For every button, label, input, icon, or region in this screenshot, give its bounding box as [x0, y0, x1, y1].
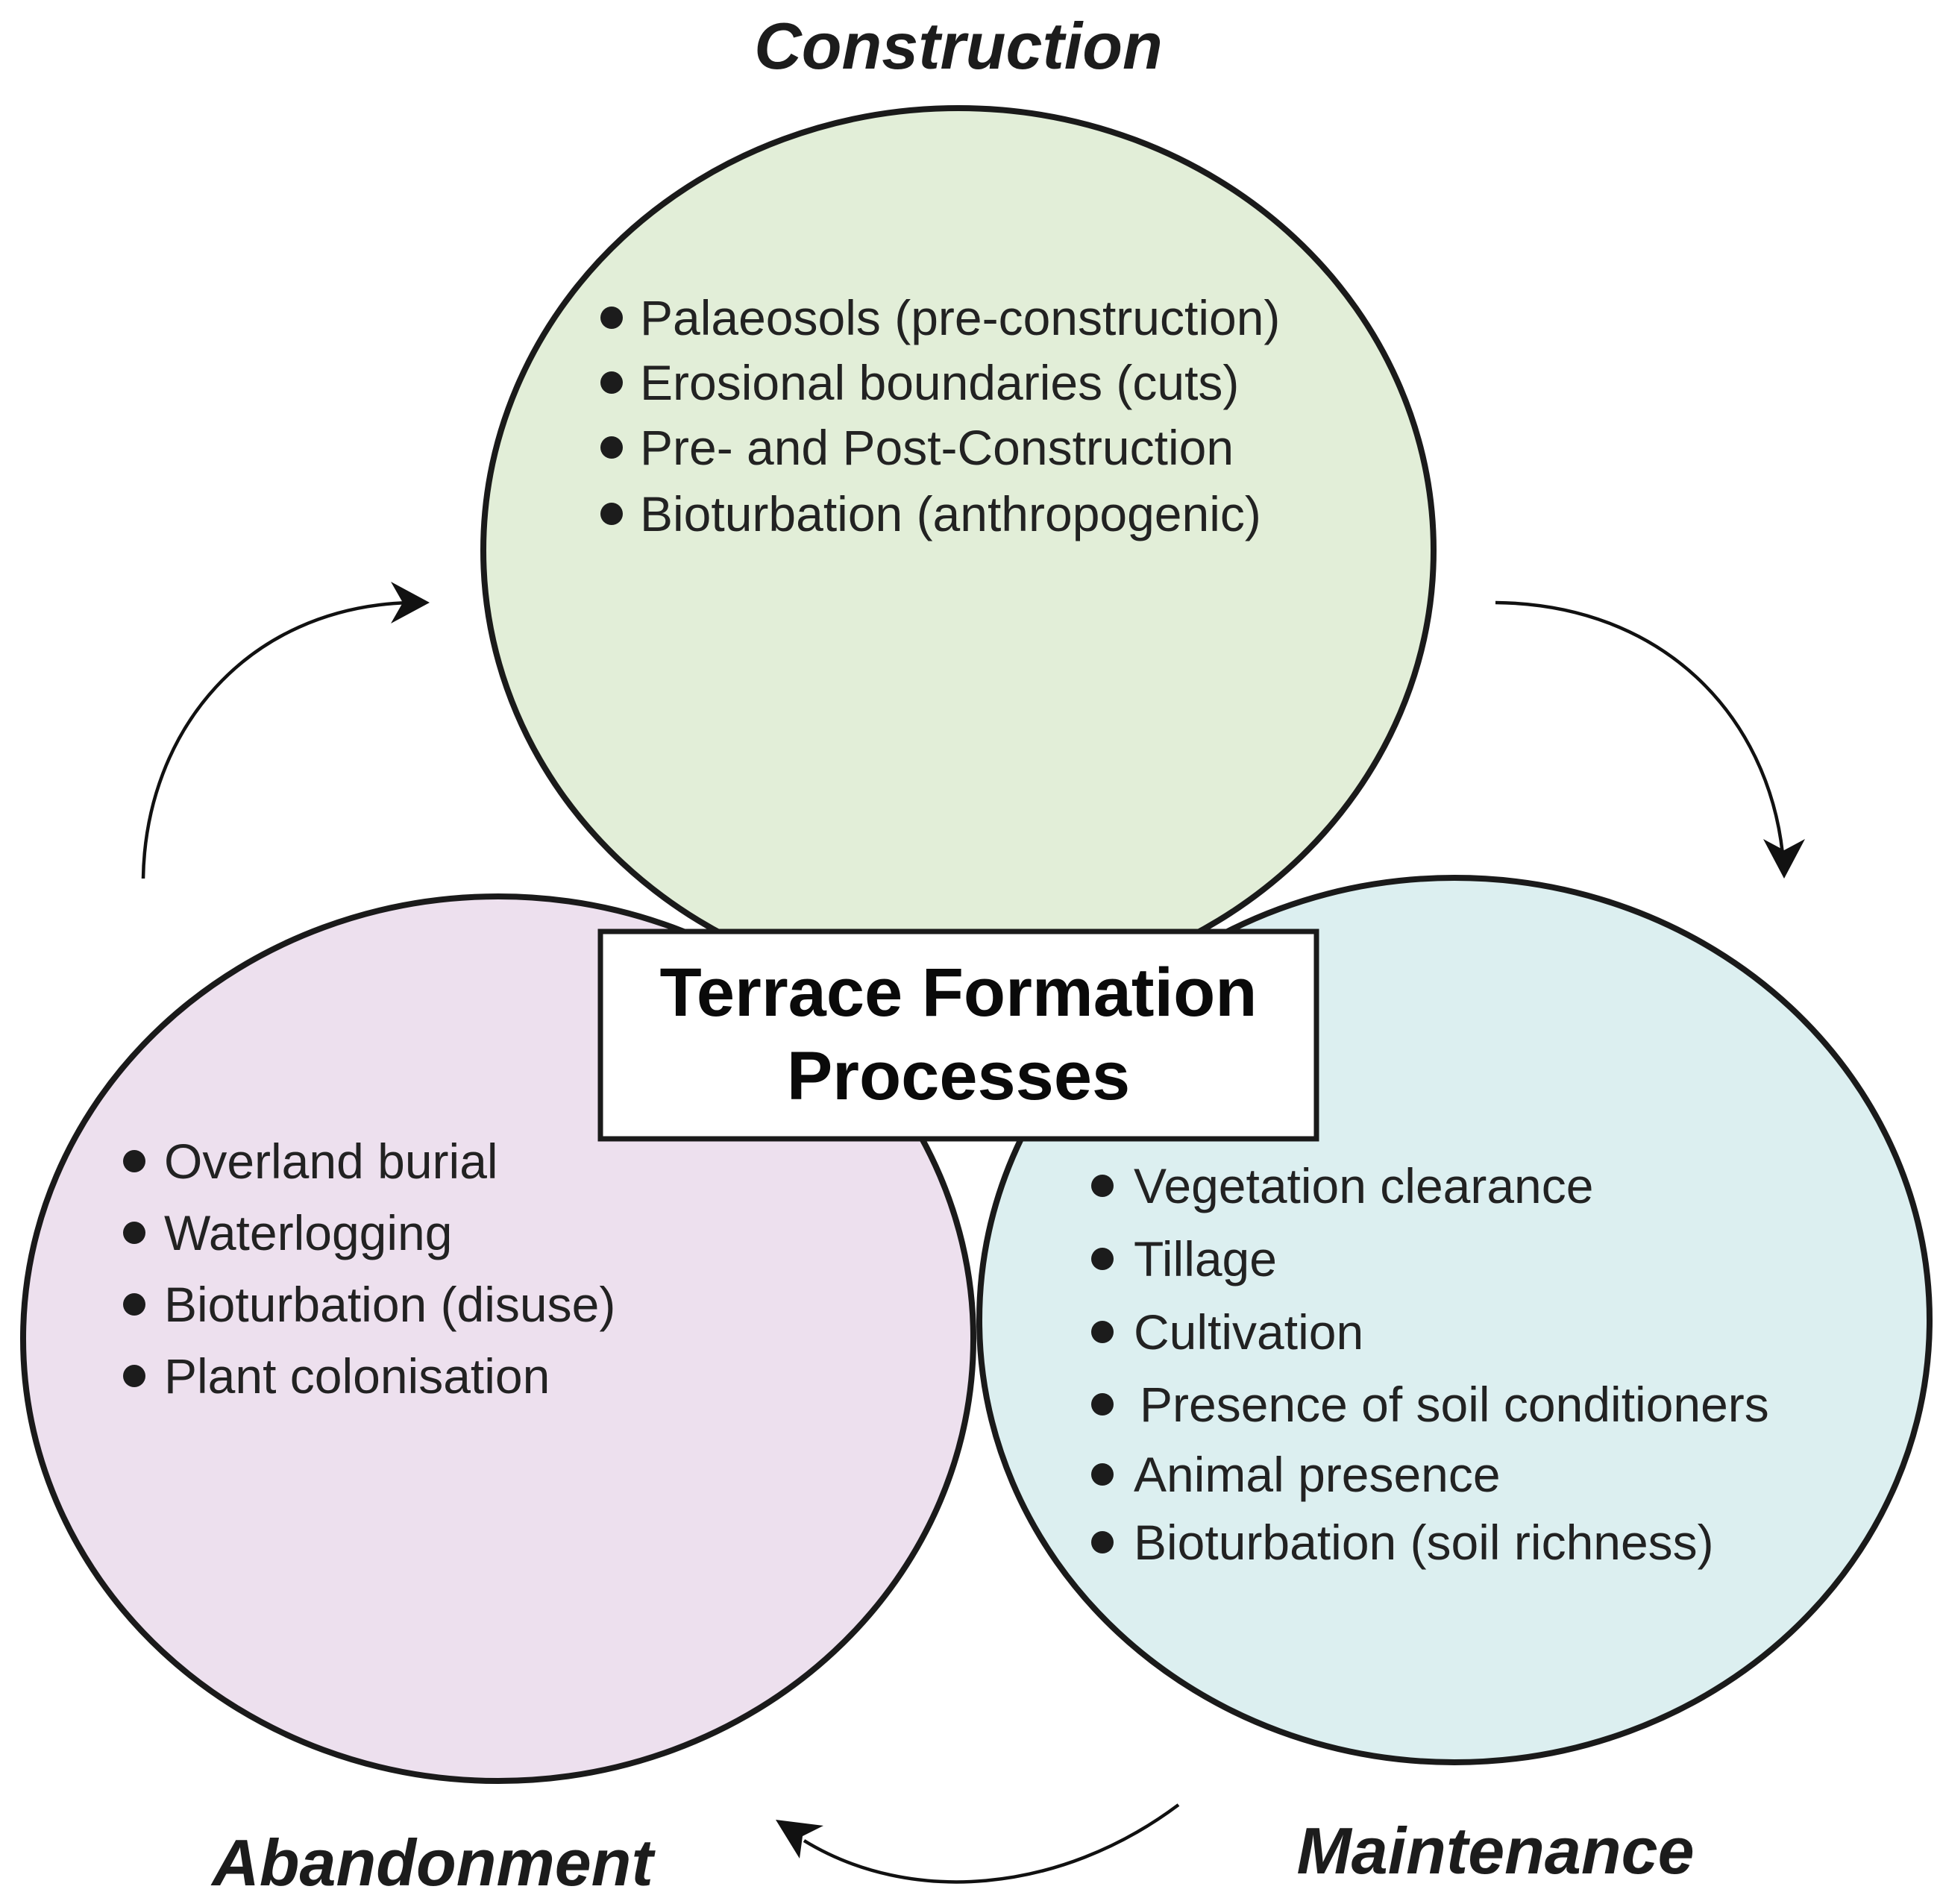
arrowhead-to-maintenance [1763, 839, 1805, 879]
arrow-maintenance-to-abandonment [803, 1803, 1180, 1884]
list-item: Tillage [1134, 1231, 1277, 1286]
cycle-arrows [141, 582, 1805, 1884]
list-item: Bioturbation (soil richness) [1134, 1515, 1714, 1570]
center-title-line-2: Processes [787, 1038, 1130, 1114]
construction-item-list: Palaeosols (pre-construction) Erosional … [600, 290, 1280, 541]
list-item: Erosional boundaries (cuts) [640, 355, 1239, 410]
center-title-box: Terrace Formation Processes [597, 929, 1319, 1142]
list-item: Plant colonisation [164, 1348, 550, 1404]
list-bullet [1091, 1393, 1114, 1416]
list-item: Bioturbation (disuse) [164, 1277, 615, 1332]
list-item: Overland burial [164, 1134, 498, 1189]
arrowhead-to-construction [391, 582, 430, 623]
list-bullet [1091, 1321, 1114, 1343]
construction-title: Construction [754, 9, 1163, 83]
list-item: Vegetation clearance [1134, 1158, 1593, 1213]
list-bullet [1091, 1531, 1114, 1553]
list-item: Cultivation [1134, 1304, 1363, 1360]
list-bullet [1091, 1248, 1114, 1270]
construction-circle [480, 105, 1437, 996]
list-item: Palaeosols (pre-construction) [640, 290, 1280, 345]
maintenance-title: Maintenance [1296, 1814, 1694, 1888]
list-item: Waterlogging [164, 1205, 452, 1260]
maintenance-item-list: Vegetation clearance Tillage Cultivation… [1091, 1158, 1769, 1570]
list-bullet [600, 371, 623, 394]
list-item: Pre- and Post-Construction [640, 420, 1234, 475]
list-bullet [600, 503, 623, 525]
abandonment-title: Abandonment [210, 1826, 656, 1900]
center-title-line-1: Terrace Formation [660, 955, 1258, 1031]
center-box-frame [597, 929, 1319, 1142]
list-bullet [1091, 1463, 1114, 1486]
arrowhead-to-abandonment [776, 1820, 823, 1859]
list-item: Animal presence [1134, 1447, 1501, 1502]
list-item: Presence of soil conditioners [1140, 1377, 1769, 1432]
list-bullet [600, 307, 623, 329]
arrow-construction-to-maintenance [1495, 600, 1785, 855]
list-item: Bioturbation (anthropogenic) [640, 486, 1261, 541]
list-bullet [123, 1150, 145, 1172]
list-bullet [123, 1293, 145, 1316]
list-bullet [600, 436, 623, 459]
abandonment-item-list: Overland burial Waterlogging Bioturbatio… [123, 1134, 615, 1404]
list-bullet [123, 1222, 145, 1244]
list-bullet [123, 1365, 145, 1387]
arrow-abandonment-to-construction [141, 600, 409, 879]
list-bullet [1091, 1175, 1114, 1197]
